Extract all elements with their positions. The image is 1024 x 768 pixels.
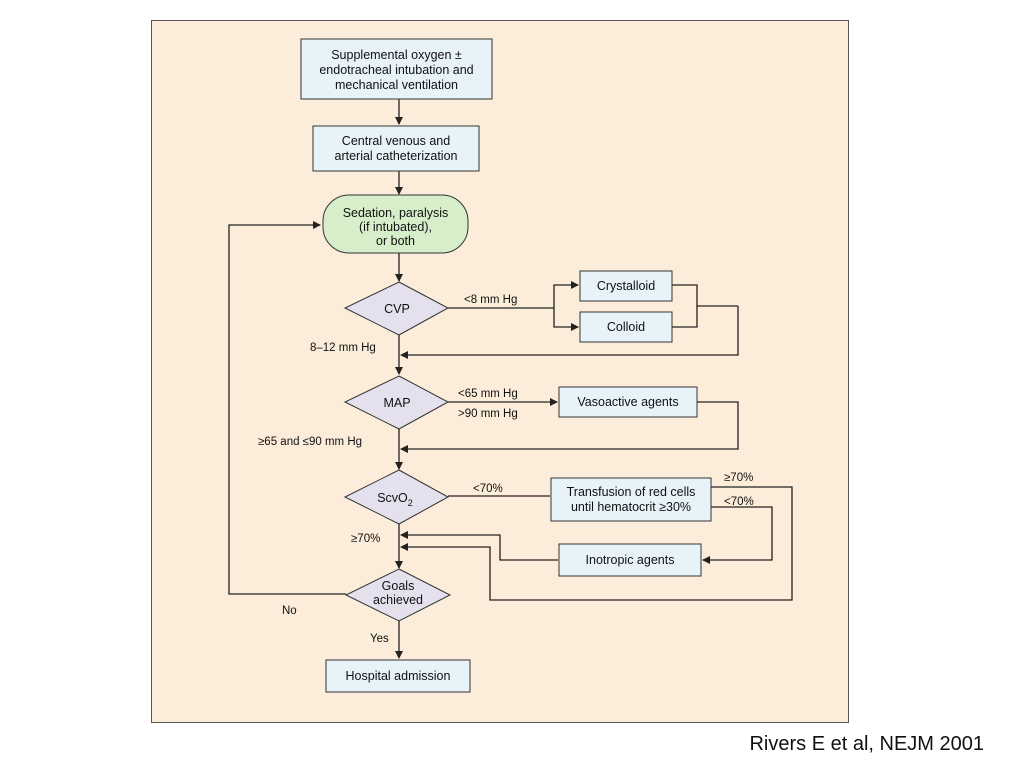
edge-inotropic-return xyxy=(400,531,558,561)
catheter-line-2: arterial catheterization xyxy=(335,149,458,163)
node-catheterization: Central venous and arterial catheterizat… xyxy=(312,125,480,172)
label-scv-low: <70% xyxy=(473,483,503,495)
colloid-label: Colloid xyxy=(607,320,645,334)
node-crystalloid: Crystalloid xyxy=(579,270,673,302)
catheter-line-1: Central venous and xyxy=(342,134,450,148)
scvo2-main: ScvO xyxy=(377,491,408,505)
node-goals: Goals achieved xyxy=(344,568,452,622)
sedation-line-1: Sedation, paralysis xyxy=(343,206,449,220)
cvp-label: CVP xyxy=(384,302,410,316)
node-inotropic: Inotropic agents xyxy=(558,543,702,577)
node-vasoactive: Vasoactive agents xyxy=(558,386,698,418)
transfusion-line-2: until hematocrit ≥30% xyxy=(571,500,691,514)
node-oxygen: Supplemental oxygen ± endotracheal intub… xyxy=(300,38,493,100)
oxygen-line-1: Supplemental oxygen ± xyxy=(331,48,462,62)
scvo2-label: ScvO2 xyxy=(377,491,413,508)
edge-labels: <8 mm Hg 8–12 mm Hg <65 mm Hg >90 mm Hg … xyxy=(258,294,754,645)
transfusion-line-1: Transfusion of red cells xyxy=(567,485,696,499)
hospital-label: Hospital admission xyxy=(346,669,451,683)
sedation-line-2: (if intubated), xyxy=(359,220,432,234)
map-label: MAP xyxy=(383,396,410,410)
scvo2-subscript: 2 xyxy=(408,498,413,508)
node-scvo2: ScvO2 xyxy=(343,469,450,525)
vasoactive-label: Vasoactive agents xyxy=(577,395,678,409)
node-colloid: Colloid xyxy=(579,311,673,343)
node-map: MAP xyxy=(343,375,450,430)
citation: Rivers E et al, NEJM 2001 xyxy=(749,733,984,755)
oxygen-line-3: mechanical ventilation xyxy=(335,78,458,92)
edge-vasoactive-return xyxy=(400,401,739,453)
edge-colloid-out xyxy=(672,306,698,328)
edge-goals-no xyxy=(228,221,346,595)
label-cvp-ok: 8–12 mm Hg xyxy=(310,342,376,354)
label-scv-ok: ≥70% xyxy=(351,533,380,545)
label-map-high: >90 mm Hg xyxy=(458,408,518,420)
label-no: No xyxy=(282,605,297,617)
label-cvp-low: <8 mm Hg xyxy=(464,294,517,306)
edge-to-colloid xyxy=(553,308,579,331)
goals-line-1: Goals xyxy=(382,579,415,593)
goals-line-2: achieved xyxy=(373,593,423,607)
edge-transfusion-ok xyxy=(400,486,793,601)
node-cvp: CVP xyxy=(343,281,450,336)
edge-fluid-return xyxy=(400,306,739,359)
edge-transfusion-low xyxy=(702,506,773,564)
edge-crystalloid-out xyxy=(672,284,738,307)
inotropic-label: Inotropic agents xyxy=(586,553,675,567)
flowchart: Supplemental oxygen ± endotracheal intub… xyxy=(228,38,793,693)
label-trans-ok: ≥70% xyxy=(724,472,753,484)
edge-to-crystalloid xyxy=(553,281,579,308)
sedation-line-3: or both xyxy=(376,234,415,248)
node-hospital: Hospital admission xyxy=(325,659,471,693)
oxygen-line-2: endotracheal intubation and xyxy=(319,63,473,77)
crystalloid-label: Crystalloid xyxy=(597,279,655,293)
label-yes: Yes xyxy=(370,633,389,645)
node-transfusion: Transfusion of red cells until hematocri… xyxy=(550,477,712,522)
flowchart-panel: Supplemental oxygen ± endotracheal intub… xyxy=(151,20,849,723)
node-sedation: Sedation, paralysis (if intubated), or b… xyxy=(322,194,469,254)
label-map-ok: ≥65 and ≤90 mm Hg xyxy=(258,436,362,448)
label-map-low: <65 mm Hg xyxy=(458,388,518,400)
label-trans-low: <70% xyxy=(724,496,754,508)
connectors xyxy=(228,99,793,659)
